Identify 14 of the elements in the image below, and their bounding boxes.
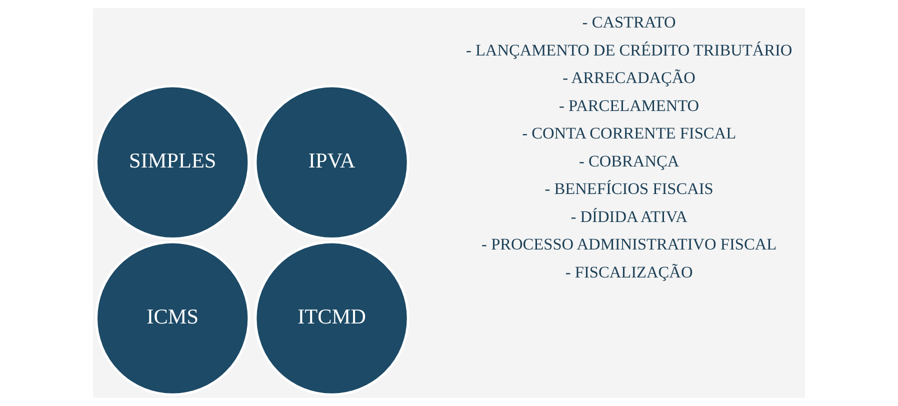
label: - PARCELAMENTO bbox=[559, 96, 700, 115]
node-circle: ITCMD bbox=[254, 240, 410, 396]
label: - FISCALIZAÇÃO bbox=[565, 262, 693, 282]
label: - DÍDIDA ATIVA bbox=[570, 206, 688, 226]
label: - LANÇAMENTO DE CRÉDITO TRIBUTÁRIO bbox=[466, 40, 792, 60]
node-circle: IPVA bbox=[254, 84, 410, 240]
label: - COBRANÇA bbox=[579, 151, 680, 170]
label: - BENEFÍCIOS FISCAIS bbox=[544, 179, 714, 198]
label: - CASTRATO bbox=[582, 12, 676, 32]
node-circle: SIMPLES bbox=[95, 84, 250, 240]
label: - PROCESSO ADMINISTRATIVO FISCAL bbox=[482, 234, 777, 254]
label: - ARRECADAÇÃO bbox=[562, 68, 696, 88]
node-circle: ICMS bbox=[95, 240, 250, 396]
label: - CONTA CORRENTE FISCAL bbox=[522, 124, 736, 143]
